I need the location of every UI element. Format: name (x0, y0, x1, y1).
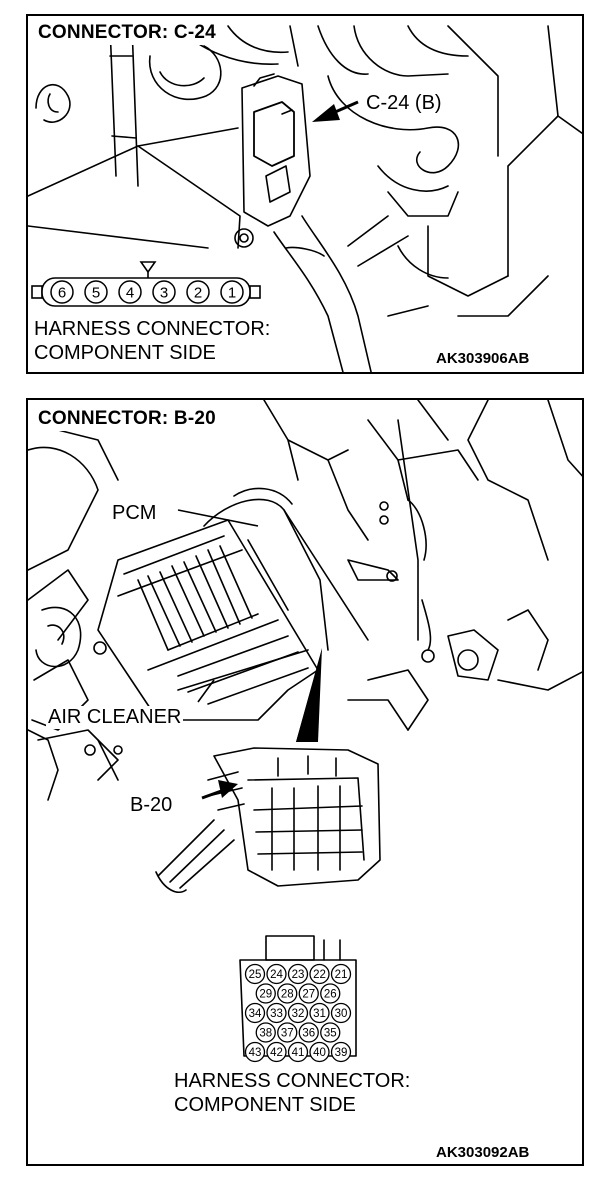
b20-pin: 22 (309, 963, 330, 985)
b20-pin: 23 (287, 963, 309, 985)
b20-pin: 24 (266, 963, 287, 985)
b20-pin-number: 42 (270, 1047, 283, 1059)
c24-pointer-arrow (312, 100, 359, 122)
b20-pin-number: 30 (335, 1008, 348, 1020)
engine-bay-illustration (28, 25, 582, 372)
connector-c24-panel: 6 5 4 3 2 1 CONNECTOR: C-24 C-24 (B) HARNESS … (26, 14, 584, 374)
b20-pin: 42 (266, 1041, 287, 1063)
b20-figure-code: AK303092AB (436, 1144, 530, 1161)
b20-pin: 40 (309, 1041, 330, 1063)
pcm-leader-line (177, 509, 259, 527)
b20-pin-number: 38 (259, 1028, 272, 1040)
c24-harness-label-line2: COMPONENT SIDE (34, 342, 216, 364)
b20-pin-number: 43 (249, 1047, 262, 1059)
b20-pin: 26 (320, 983, 341, 1004)
b20-pin: 21 (330, 963, 352, 985)
b20-pin-number: 23 (292, 969, 305, 981)
b20-pin-number: 28 (281, 989, 294, 1001)
b20-label: B-20 (128, 794, 175, 817)
b20-pin-number: 21 (335, 969, 348, 981)
b20-pin: 25 (244, 963, 266, 985)
c24-pin: 4 (118, 280, 142, 304)
b20-pin: 27 (298, 983, 319, 1004)
air-cleaner-label: AIR CLEANER (46, 706, 184, 729)
b20-pin: 34 (244, 1002, 266, 1024)
b20-pin-number: 26 (324, 989, 337, 1001)
b20-pin: 29 (255, 983, 276, 1004)
c24-figure-code: AK303906AB (436, 350, 530, 367)
c24-pin: 1 (220, 280, 244, 304)
pcm-label: PCM (110, 502, 159, 525)
c24-harness-label-line1: HARNESS CONNECTOR: (34, 318, 271, 340)
b20-pin-number: 31 (313, 1008, 326, 1020)
b20-title: CONNECTOR: B-20 (36, 408, 220, 431)
b20-pin-number: 40 (313, 1047, 326, 1059)
c24-pin-number: 2 (194, 285, 202, 302)
b20-pin: 36 (298, 1022, 319, 1043)
b20-pin: 31 (309, 1002, 330, 1024)
c24-overlay: 6 5 4 3 2 1 (31, 100, 359, 307)
b20-pin-number: 41 (292, 1047, 305, 1059)
c24-pin: 6 (50, 280, 74, 304)
b20-pin: 32 (287, 1002, 309, 1024)
c24-pin: 3 (152, 280, 176, 304)
b20-pin-number: 33 (270, 1008, 283, 1020)
c24-pin: 2 (186, 280, 210, 304)
c24-title: CONNECTOR: C-24 (36, 22, 220, 45)
b20-pin: 41 (287, 1041, 309, 1063)
b20-pin-number: 39 (335, 1047, 348, 1059)
b20-pin-number: 32 (292, 1008, 305, 1020)
b20-harness-label-line1: HARNESS CONNECTOR: (174, 1070, 411, 1092)
c24-pin-number: 1 (228, 285, 236, 302)
b20-pin: 39 (330, 1041, 352, 1063)
connector-b20-panel: 25 24 23 22 21 29 28 27 26 34 33 32 31 30 38 37 36 35 43 42… (26, 398, 584, 1166)
engine-bay-illustration (28, 400, 582, 1057)
air-cleaner-leader-line (197, 679, 215, 703)
c24-pin-number: 3 (160, 285, 168, 302)
b20-pin-number: 34 (249, 1008, 262, 1020)
b20-pin: 33 (266, 1002, 287, 1024)
b20-pin-number: 25 (249, 969, 262, 981)
b20-pin-number: 22 (313, 969, 326, 981)
b20-pin-number: 24 (270, 969, 283, 981)
b20-pin-number: 35 (324, 1028, 337, 1040)
b20-pin-number: 29 (259, 989, 272, 1001)
c24-callout-label: C-24 (B) (364, 92, 444, 115)
b20-pointer-arrow (201, 780, 238, 800)
c24-pin-number: 4 (126, 285, 134, 302)
b20-pin: 35 (320, 1022, 341, 1043)
b20-pin: 30 (330, 1002, 352, 1024)
b20-pin: 38 (255, 1022, 276, 1043)
b20-overlay: 25 24 23 22 21 29 28 27 26 34 33 32 31 30 38 37 36 35 43 42… (177, 509, 352, 1063)
b20-pin-number: 37 (281, 1028, 294, 1040)
b20-pin: 43 (244, 1041, 266, 1063)
b20-pin: 28 (277, 983, 298, 1004)
c24-pin: 5 (84, 280, 108, 304)
b20-pin-number: 27 (302, 989, 315, 1001)
b20-harness-label-line2: COMPONENT SIDE (174, 1094, 356, 1116)
b20-pin-number: 36 (302, 1028, 315, 1040)
c24-pin-number: 6 (58, 285, 66, 302)
c24-pin-number: 5 (92, 285, 100, 302)
b20-pin: 37 (277, 1022, 298, 1043)
